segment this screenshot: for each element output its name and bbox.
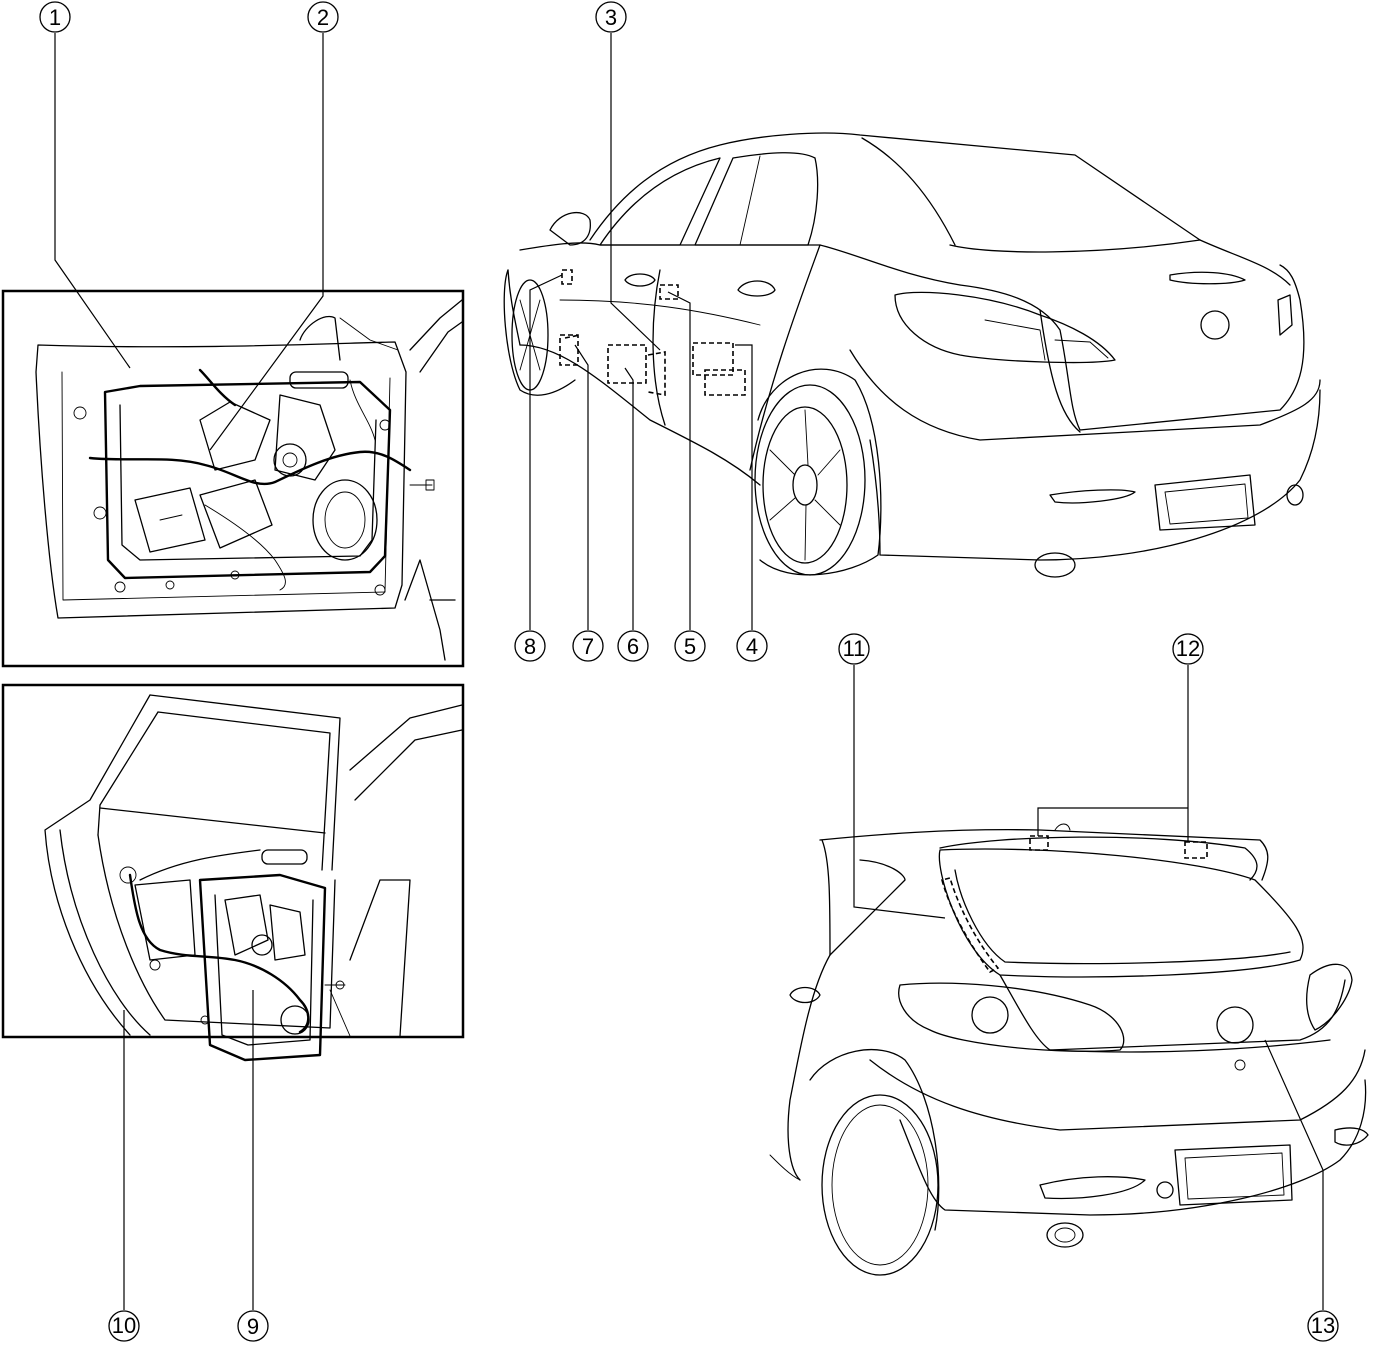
- callout-5-label: 5: [684, 634, 696, 659]
- callout-13-label: 13: [1311, 1313, 1335, 1338]
- callout-10-label: 10: [112, 1313, 136, 1338]
- callout-8-label: 8: [524, 634, 536, 659]
- callout-13: 13: [1307, 1310, 1339, 1342]
- callout-2: 2: [307, 1, 339, 33]
- callout-11: 11: [838, 633, 870, 665]
- callout-12-label: 12: [1176, 636, 1200, 661]
- callout-7-label: 7: [582, 634, 594, 659]
- sedan-illustration: [503, 132, 1321, 578]
- callout-12: 12: [1172, 633, 1204, 665]
- callout-3: 3: [595, 1, 627, 33]
- callout-10: 10: [108, 1310, 140, 1342]
- rear-door-inset: [1, 683, 465, 1062]
- callout-2-label: 2: [317, 5, 329, 30]
- callout-3-label: 3: [605, 5, 617, 30]
- callout-4-label: 4: [746, 634, 758, 659]
- callout-8: 8: [514, 630, 546, 662]
- callout-1: 1: [39, 1, 71, 33]
- callout-1-label: 1: [49, 5, 61, 30]
- front-door-inset: [1, 289, 465, 668]
- callout-5: 5: [674, 630, 706, 662]
- callout-9-label: 9: [247, 1314, 259, 1339]
- callout-11-label: 11: [843, 636, 866, 661]
- callout-7: 7: [572, 630, 604, 662]
- leader-lines: [54, 33, 1324, 1310]
- callout-9: 9: [237, 1310, 269, 1342]
- hatchback-illustration: [769, 823, 1369, 1276]
- callout-6: 6: [617, 630, 649, 662]
- callout-4: 4: [736, 630, 768, 662]
- callout-6-label: 6: [627, 634, 639, 659]
